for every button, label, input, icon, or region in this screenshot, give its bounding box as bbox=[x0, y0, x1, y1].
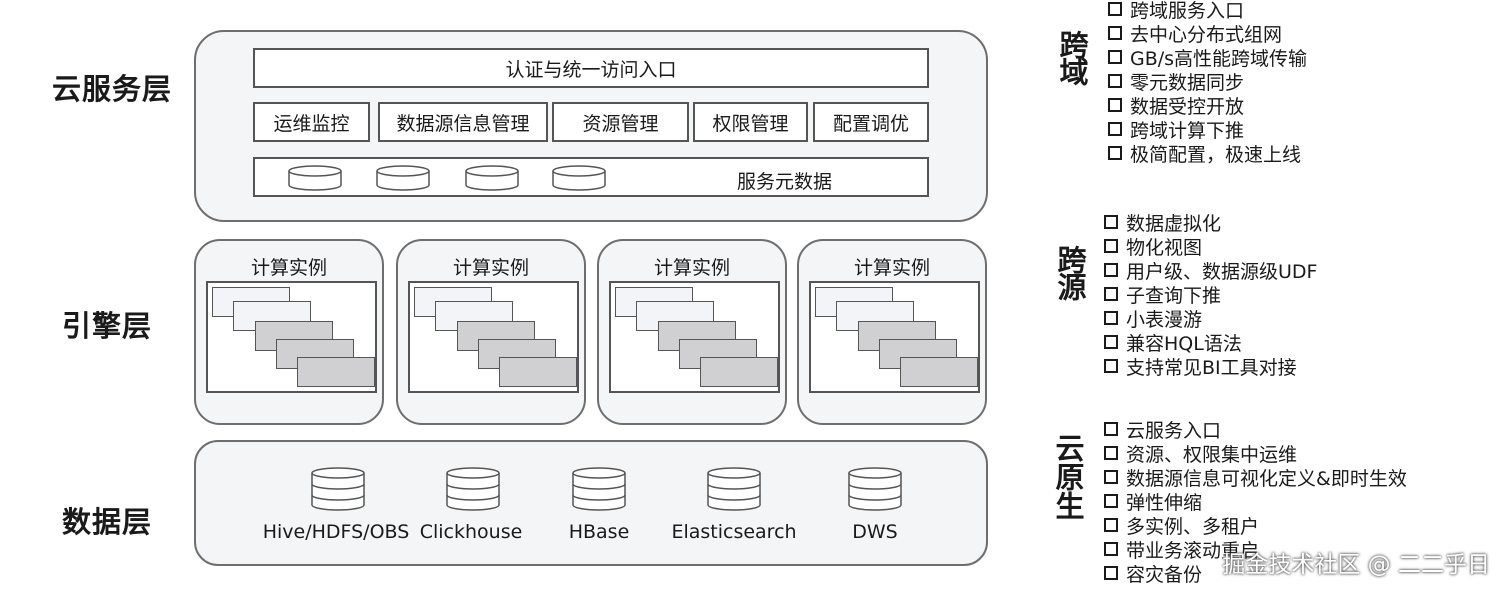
datasource-label: DWS bbox=[852, 521, 898, 543]
feature-item: 多实例、多租户 bbox=[1104, 513, 1407, 538]
datasource-label: Hive/HDFS/OBS bbox=[262, 521, 410, 543]
layer-label-data: 数据层 bbox=[62, 505, 153, 539]
feature-item: 跨域服务入口 bbox=[1108, 0, 1307, 22]
service-metadata-box: 服务元数据 bbox=[253, 157, 929, 197]
checkbox-icon bbox=[1104, 518, 1118, 532]
checkbox-icon bbox=[1104, 494, 1118, 508]
metadata-cylinder-icon bbox=[552, 165, 606, 191]
layer-label-cloud: 云服务层 bbox=[52, 72, 173, 106]
checkbox-icon bbox=[1104, 263, 1118, 277]
checkbox-icon bbox=[1108, 98, 1122, 112]
feature-title-text: 跨源 bbox=[1053, 245, 1087, 299]
compute-instance-title: 计算实例 bbox=[452, 257, 529, 279]
datasource-label: Clickhouse bbox=[419, 521, 523, 543]
feature-item: 资源、权限集中运维 bbox=[1104, 441, 1407, 466]
compute-instance-card: 计算实例 bbox=[194, 239, 384, 425]
feature-item: 物化视图 bbox=[1104, 234, 1317, 259]
checkbox-icon bbox=[1108, 26, 1122, 40]
checkbox-icon bbox=[1108, 74, 1122, 88]
task-block bbox=[900, 357, 978, 387]
checkbox-icon bbox=[1108, 122, 1122, 136]
layer-label-engine: 引擎层 bbox=[62, 309, 153, 343]
database-icon bbox=[572, 467, 626, 511]
feature-list-cross-domain: 跨域服务入口 去中心分布式组网 GB/s高性能跨域传输 零元数据同步 数据受控开… bbox=[1108, 0, 1307, 166]
feature-item: 极简配置，极速上线 bbox=[1108, 141, 1307, 166]
feature-list-cloud-native: 云服务入口 资源、权限集中运维 数据源信息可视化定义&即时生效 弹性伸缩 多实例… bbox=[1104, 417, 1407, 586]
checkbox-icon bbox=[1104, 422, 1118, 436]
feature-group-title-cloud-native: 云原生 bbox=[1050, 433, 1085, 528]
module-datasource-info: 数据源信息管理 bbox=[378, 102, 548, 142]
task-block bbox=[297, 357, 375, 387]
checkbox-icon bbox=[1104, 446, 1118, 460]
feature-item: 数据受控开放 bbox=[1108, 93, 1307, 118]
compute-instance-frame bbox=[809, 281, 980, 393]
checkbox-icon bbox=[1108, 2, 1122, 16]
compute-instance-card: 计算实例 bbox=[597, 239, 787, 425]
service-metadata-label: 服务元数据 bbox=[737, 171, 833, 193]
checkbox-icon bbox=[1104, 542, 1118, 556]
checkbox-icon bbox=[1104, 239, 1118, 253]
feature-item: 去中心分布式组网 bbox=[1108, 21, 1307, 46]
feature-item: 容灾备份 bbox=[1104, 561, 1407, 586]
feature-item: 数据虚拟化 bbox=[1104, 210, 1317, 235]
data-layer-panel: Hive/HDFS/OBS Clickhouse HBase Elasticse… bbox=[194, 440, 988, 566]
datasource-label: HBase bbox=[568, 521, 630, 543]
feature-item: 带业务滚动重启 bbox=[1104, 537, 1407, 562]
compute-instance-card: 计算实例 bbox=[797, 239, 987, 425]
module-permission-mgmt: 权限管理 bbox=[693, 102, 808, 142]
cloud-service-panel: 认证与统一访问入口 运维监控 数据源信息管理 资源管理 权限管理 配置调优 服务… bbox=[194, 30, 988, 222]
feature-title-text: 跨域 bbox=[1055, 30, 1089, 84]
checkbox-icon bbox=[1104, 335, 1118, 349]
feature-item: 数据源信息可视化定义&即时生效 bbox=[1104, 465, 1407, 490]
feature-item: 用户级、数据源级UDF bbox=[1104, 258, 1317, 283]
compute-instance-title: 计算实例 bbox=[853, 257, 930, 279]
feature-item: 小表漫游 bbox=[1104, 306, 1317, 331]
checkbox-icon bbox=[1104, 215, 1118, 229]
feature-group-title-cross-source: 跨源 bbox=[1052, 245, 1087, 307]
feature-item: 兼容HQL语法 bbox=[1104, 330, 1317, 355]
compute-instance-title: 计算实例 bbox=[653, 257, 730, 279]
compute-instance-frame bbox=[609, 281, 780, 393]
checkbox-icon bbox=[1104, 311, 1118, 325]
feature-item: 跨域计算下推 bbox=[1108, 117, 1307, 142]
feature-title-text: 云原生 bbox=[1051, 433, 1085, 520]
feature-group-title-cross-domain: 跨域 bbox=[1054, 30, 1089, 92]
compute-instance-title: 计算实例 bbox=[250, 257, 327, 279]
database-icon bbox=[848, 467, 902, 511]
database-icon bbox=[707, 467, 761, 511]
metadata-cylinder-icon bbox=[376, 165, 430, 191]
compute-instance-frame bbox=[206, 281, 377, 393]
feature-item: 支持常见BI工具对接 bbox=[1104, 354, 1317, 379]
feature-item: 子查询下推 bbox=[1104, 282, 1317, 307]
feature-item: 云服务入口 bbox=[1104, 417, 1407, 442]
checkbox-icon bbox=[1104, 287, 1118, 301]
checkbox-icon bbox=[1104, 470, 1118, 484]
task-block bbox=[700, 357, 778, 387]
metadata-cylinder-icon bbox=[465, 165, 519, 191]
auth-entry-box: 认证与统一访问入口 bbox=[253, 48, 929, 88]
datasource-label: Elasticsearch bbox=[671, 521, 797, 543]
checkbox-icon bbox=[1108, 50, 1122, 64]
checkbox-icon bbox=[1104, 359, 1118, 373]
module-resource-mgmt: 资源管理 bbox=[552, 102, 689, 142]
module-ops-monitoring: 运维监控 bbox=[253, 102, 370, 142]
feature-item: 零元数据同步 bbox=[1108, 69, 1307, 94]
checkbox-icon bbox=[1104, 566, 1118, 580]
checkbox-icon bbox=[1108, 146, 1122, 160]
metadata-cylinder-icon bbox=[288, 165, 342, 191]
database-icon bbox=[311, 467, 365, 511]
compute-instance-frame bbox=[408, 281, 579, 393]
watermark: 掘金技术社区 @ 二二乎日 bbox=[1222, 552, 1490, 578]
feature-list-cross-source: 数据虚拟化 物化视图 用户级、数据源级UDF 子查询下推 小表漫游 兼容HQL语… bbox=[1104, 210, 1317, 379]
feature-item: GB/s高性能跨域传输 bbox=[1108, 45, 1307, 70]
module-config-tuning: 配置调优 bbox=[813, 102, 929, 142]
feature-item: 弹性伸缩 bbox=[1104, 489, 1407, 514]
task-block bbox=[499, 357, 577, 387]
database-icon bbox=[446, 467, 500, 511]
compute-instance-card: 计算实例 bbox=[396, 239, 586, 425]
